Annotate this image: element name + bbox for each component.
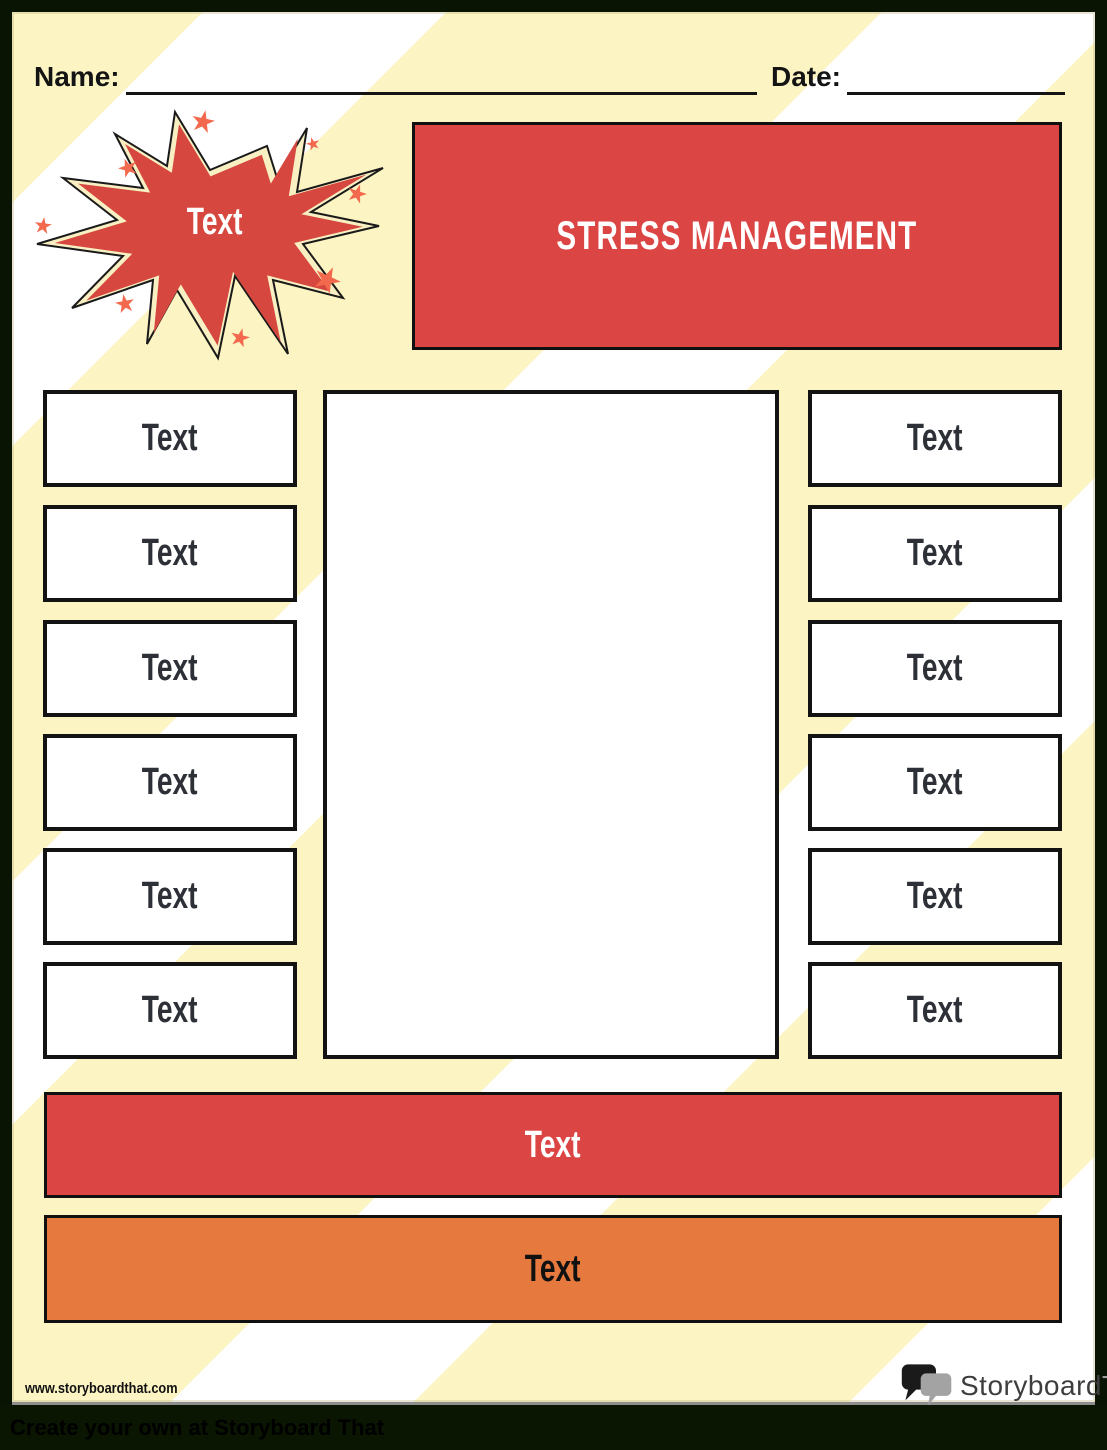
- right-box-3[interactable]: Text: [808, 620, 1062, 717]
- title-banner[interactable]: STRESS MANAGEMENT: [412, 122, 1062, 350]
- right-box-5[interactable]: Text: [808, 848, 1062, 945]
- name-label: Name:: [34, 61, 120, 92]
- page-title: STRESS MANAGEMENT: [556, 213, 918, 258]
- right-box-6[interactable]: Text: [808, 962, 1062, 1059]
- left-box-1[interactable]: Text: [43, 390, 297, 487]
- bottom-strip: Create your own at Storyboard That: [0, 1405, 1107, 1450]
- starburst-graphic: Text: [35, 108, 387, 364]
- left-box-6[interactable]: Text: [43, 962, 297, 1059]
- paper-background: Name: Date:: [12, 12, 1107, 1406]
- speech-bubbles-icon: [901, 1364, 952, 1406]
- name-date-row: Name: Date:: [34, 56, 1065, 95]
- left-box-5[interactable]: Text: [43, 848, 297, 945]
- date-label: Date:: [770, 61, 841, 92]
- burst-fill: [54, 124, 367, 346]
- create-your-own-text: Create your own at Storyboard That: [10, 1414, 385, 1440]
- starburst-icon: [35, 108, 384, 361]
- left-box-4[interactable]: Text: [43, 734, 297, 831]
- left-box-2[interactable]: Text: [43, 505, 297, 602]
- orange-banner[interactable]: Text: [44, 1215, 1062, 1323]
- burst-text[interactable]: Text: [187, 201, 243, 243]
- right-box-2[interactable]: Text: [808, 505, 1062, 602]
- website-url: www.storyboardthat.com: [25, 1380, 178, 1397]
- left-box-3[interactable]: Text: [43, 620, 297, 717]
- right-box-1[interactable]: Text: [808, 390, 1062, 487]
- red-banner[interactable]: Text: [44, 1092, 1062, 1198]
- date-input-line[interactable]: [847, 56, 1065, 95]
- right-box-4[interactable]: Text: [808, 734, 1062, 831]
- name-input-line[interactable]: [125, 56, 757, 95]
- center-drawing-box[interactable]: [323, 390, 779, 1059]
